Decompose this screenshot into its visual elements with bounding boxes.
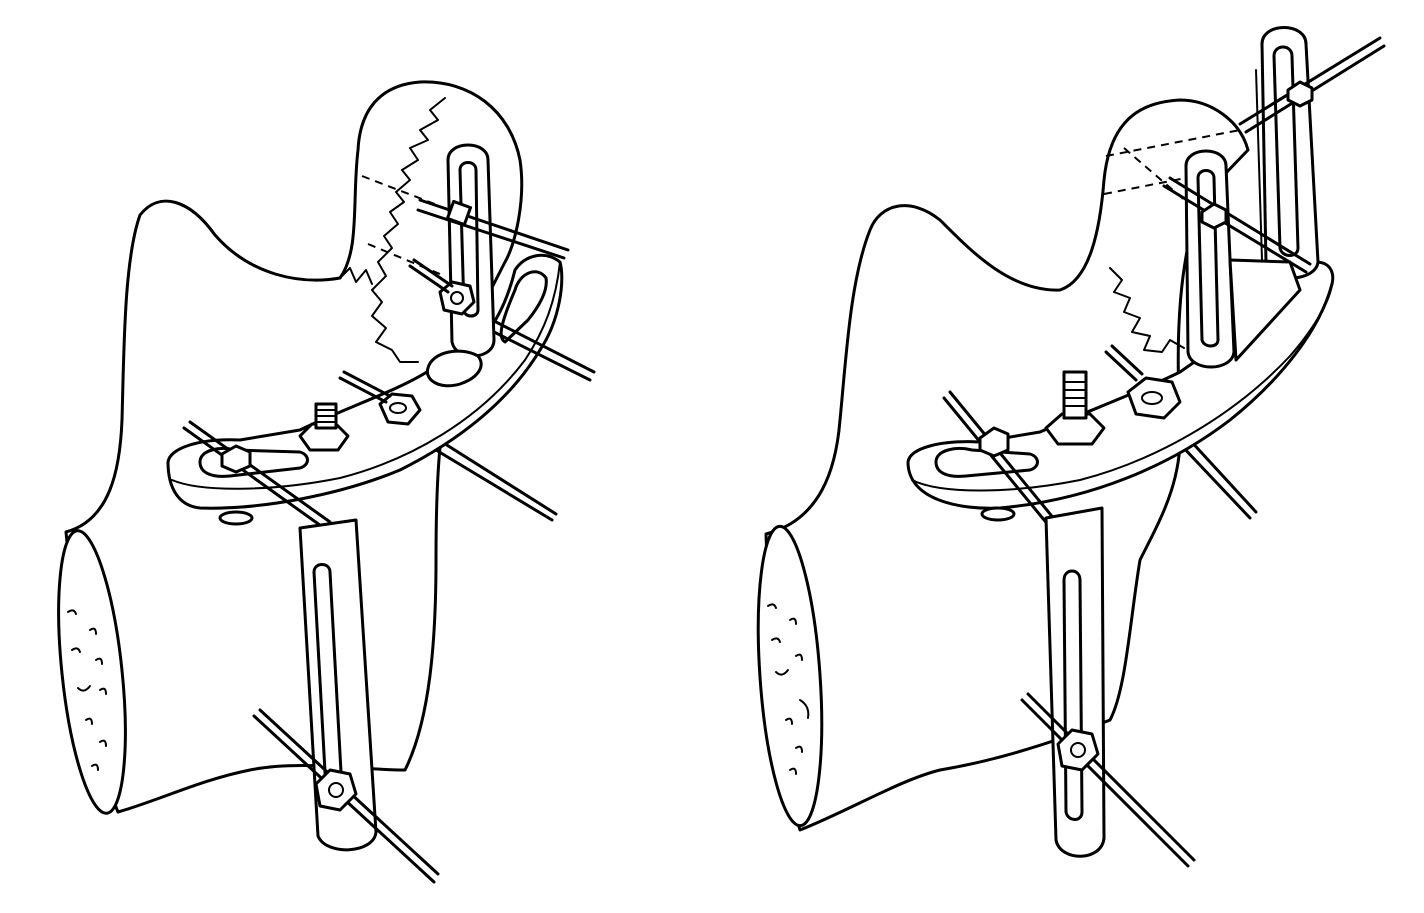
hex-nut-lower-left[interactable]: [314, 768, 358, 812]
figure-right: [756, 26, 1386, 868]
bone-marrow-dots-left: [67, 609, 107, 771]
bone-cut-end-left: [57, 529, 127, 815]
pin-trajectory-5: [1123, 147, 1197, 211]
hex-nut-upper-left[interactable]: [438, 280, 476, 316]
bone-marrow-dots-right: [767, 603, 810, 775]
bone-cut-end-right: [756, 524, 824, 828]
hex-nut-middle-left[interactable]: [378, 392, 422, 426]
pin-posterior-right: [1178, 442, 1252, 520]
pin-trajectory-4: [1103, 175, 1197, 195]
hex-nut-middle-right[interactable]: [1126, 376, 1182, 420]
fracture-line-left: [371, 97, 446, 363]
hex-nut-bolt-left[interactable]: [298, 422, 350, 452]
upper-pin-top-right: [1238, 36, 1382, 126]
upper-pin-2-left: [494, 320, 596, 374]
figure-left: [57, 80, 596, 884]
fracture-line-right: [1109, 267, 1185, 353]
fracture-line-left-2: [339, 267, 373, 285]
hex-nut-bolt-right[interactable]: [1044, 412, 1106, 446]
bolt-thread-right: [1062, 370, 1088, 420]
pin-trajectory-3: [1105, 129, 1241, 157]
hex-nut-lower-right[interactable]: [1056, 728, 1100, 772]
curved-plate-left[interactable]: [166, 253, 564, 510]
upper-arm-slot-left: [458, 161, 480, 318]
lower-pin-right: [1020, 698, 1190, 868]
pin-posterior-left: [434, 448, 554, 522]
lower-bar-slot-right: [1062, 569, 1084, 821]
upper-pin-1-left: [418, 198, 570, 252]
upper-pin-mid-right: [1162, 184, 1308, 274]
plate-end-pin-left: [182, 426, 326, 530]
